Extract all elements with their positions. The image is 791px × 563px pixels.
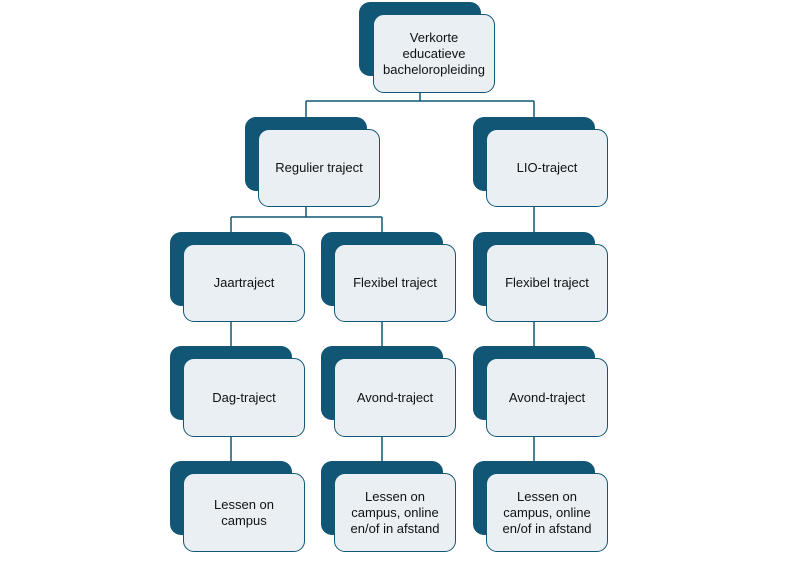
node-jaartraject: Jaartraject bbox=[170, 232, 308, 324]
node-avond-traject-regulier: Avond-traject bbox=[321, 346, 459, 439]
node-avond-traject-lio: Avond-traject bbox=[473, 346, 611, 439]
node-label: Flexibel traject bbox=[353, 275, 437, 290]
node-lio-traject: LIO-traject bbox=[473, 117, 611, 209]
node-label: Regulier traject bbox=[275, 160, 363, 175]
node-lessen-on-campus: Lessen on campus bbox=[170, 461, 308, 554]
node-label: Lessen on campus, online en/of in afstan… bbox=[502, 488, 592, 536]
node-label: LIO-traject bbox=[516, 160, 578, 175]
node-label: Avond-traject bbox=[356, 389, 434, 405]
node-label: Jaartraject bbox=[213, 275, 275, 290]
node-label: Avond-traject bbox=[508, 389, 586, 405]
node-root: Verkorte educatieve bacheloropleiding bbox=[359, 2, 498, 94]
node-flexibel-traject-regulier: Flexibel traject bbox=[321, 232, 459, 324]
node-flexibel-traject-lio: Flexibel traject bbox=[473, 232, 611, 324]
node-label: Lessen on campus bbox=[214, 496, 274, 528]
node-lessen-online-lio: Lessen on campus, online en/of in afstan… bbox=[473, 461, 611, 554]
node-dag-traject: Dag-traject bbox=[170, 346, 308, 439]
node-lessen-online-regulier: Lessen on campus, online en/of in afstan… bbox=[321, 461, 459, 554]
node-regulier-traject: Regulier traject bbox=[245, 117, 383, 209]
node-label: Flexibel traject bbox=[505, 275, 589, 290]
node-label: Lessen on campus, online en/of in afstan… bbox=[350, 488, 440, 536]
node-label: Dag-traject bbox=[212, 389, 276, 405]
node-label: Verkorte educatieve bacheloropleiding bbox=[383, 29, 485, 77]
